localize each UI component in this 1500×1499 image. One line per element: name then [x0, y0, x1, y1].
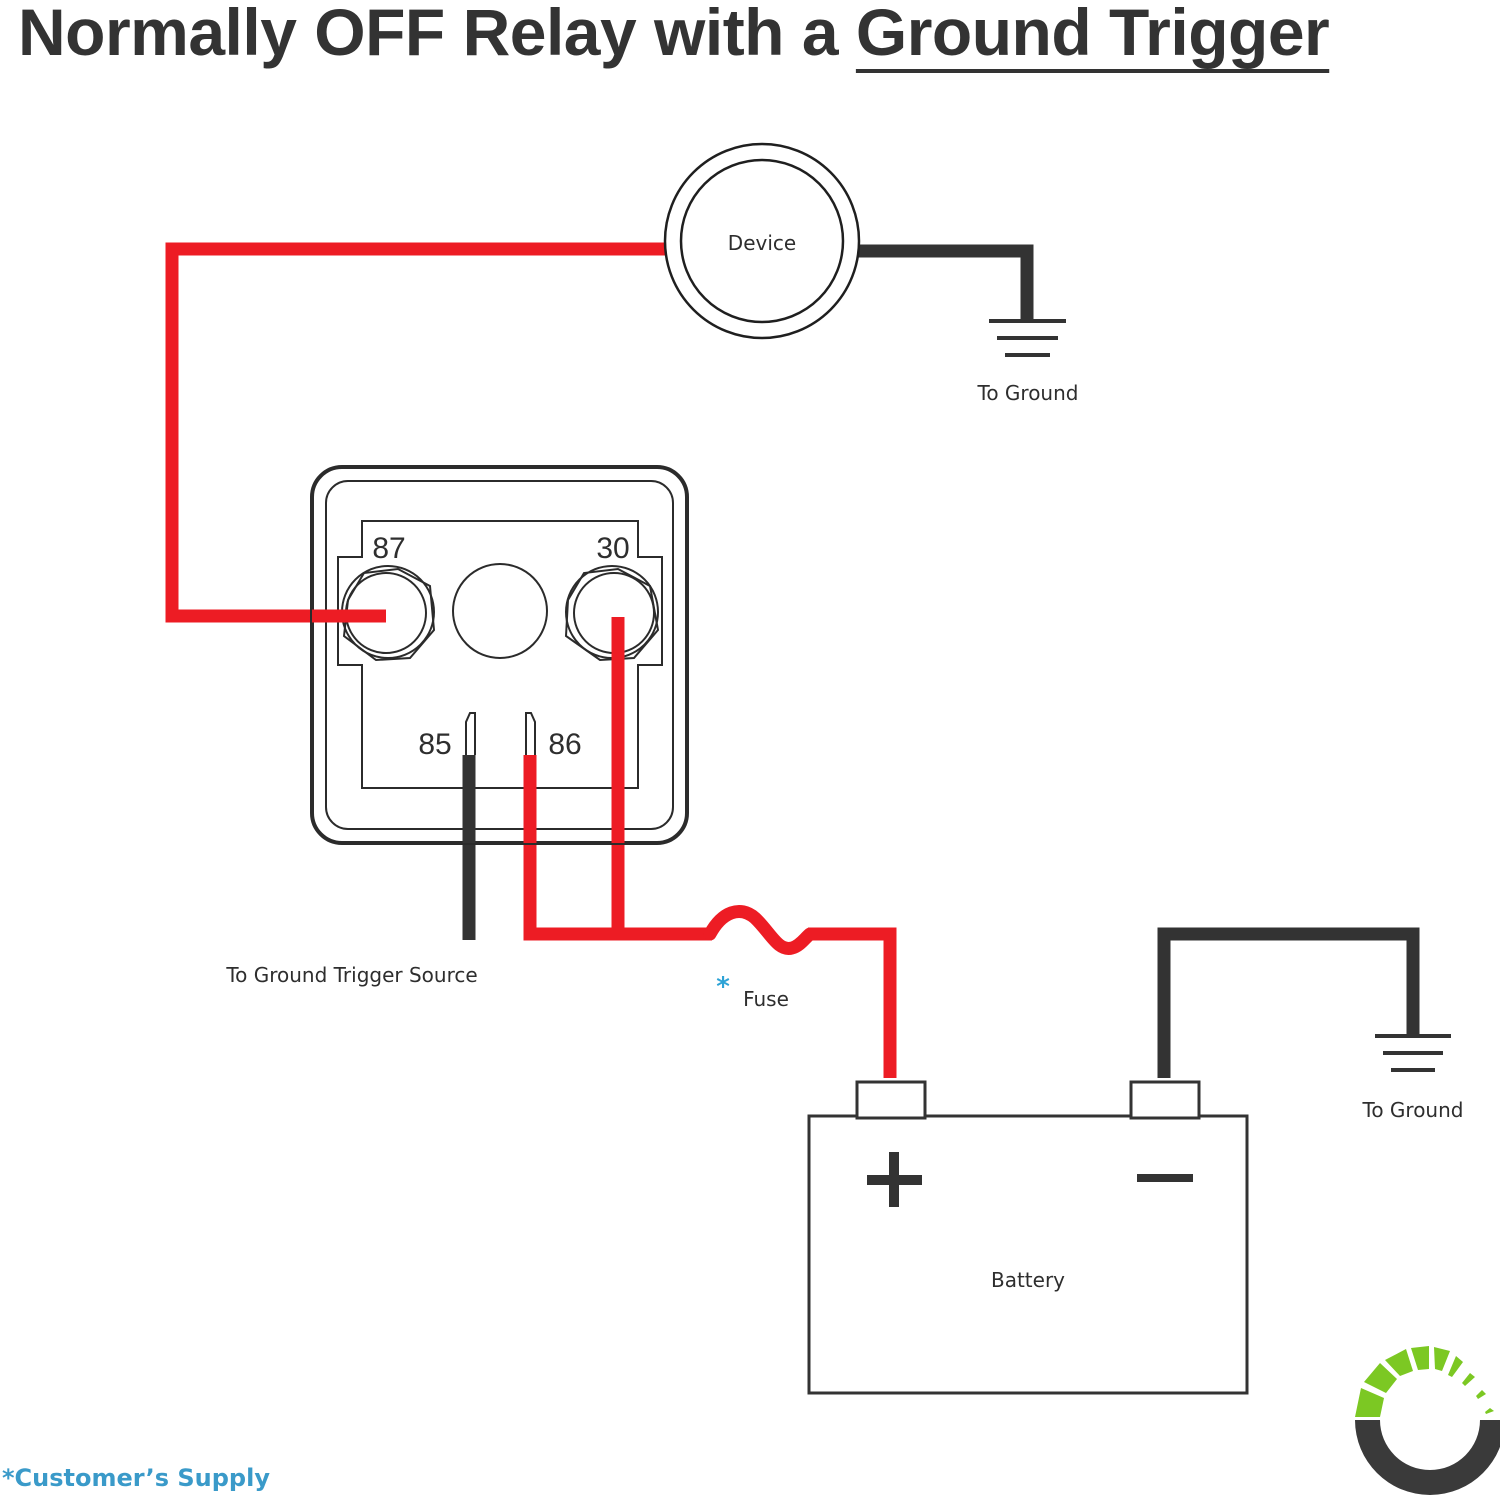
device: Device: [663, 142, 861, 340]
relay-center-hole: [452, 563, 548, 659]
wire-87-to-device: [165, 242, 668, 623]
device-label: Device: [728, 231, 796, 255]
battery: Battery: [807, 1080, 1249, 1395]
fuse-label: Fuse: [743, 987, 789, 1011]
ground-symbol-icon: [1375, 1034, 1451, 1072]
customer-supply-footnote: *Customer’s Supply: [2, 1464, 270, 1492]
pin-86-spade: [525, 712, 536, 755]
wire-device-to-ground: [856, 244, 1034, 322]
battery-positive-terminal: [855, 1080, 927, 1120]
pin-86-label: 86: [548, 728, 581, 761]
pin-30-label: 30: [596, 532, 629, 565]
title-emphasis: Ground Trigger: [855, 0, 1330, 69]
pin-87-label: 87: [372, 532, 405, 565]
battery-negative-terminal: [1129, 1080, 1201, 1120]
wire-battery-negative-to-ground: [1157, 927, 1420, 1078]
trigger-label: To Ground Trigger Source: [225, 963, 477, 987]
progress-ring-logo-icon: [1355, 1346, 1500, 1495]
title-prefix: Normally OFF Relay with a: [18, 0, 856, 69]
page-title: Normally OFF Relay with a Ground Trigger: [18, 0, 1330, 70]
battery-ground-label: To Ground: [1362, 1098, 1464, 1122]
relay: 87 30 85 86: [310, 465, 689, 845]
battery-label: Battery: [991, 1268, 1065, 1292]
plus-icon: [867, 1152, 922, 1207]
pin-85-label: 85: [418, 728, 451, 761]
ground-symbol-icon: [989, 319, 1066, 357]
device-ground-label: To Ground: [977, 381, 1079, 405]
customer-supply-marker: *: [716, 972, 730, 1002]
fuse-icon: [703, 905, 817, 955]
minus-icon: [1137, 1174, 1193, 1182]
pin-85-spade: [465, 712, 476, 755]
